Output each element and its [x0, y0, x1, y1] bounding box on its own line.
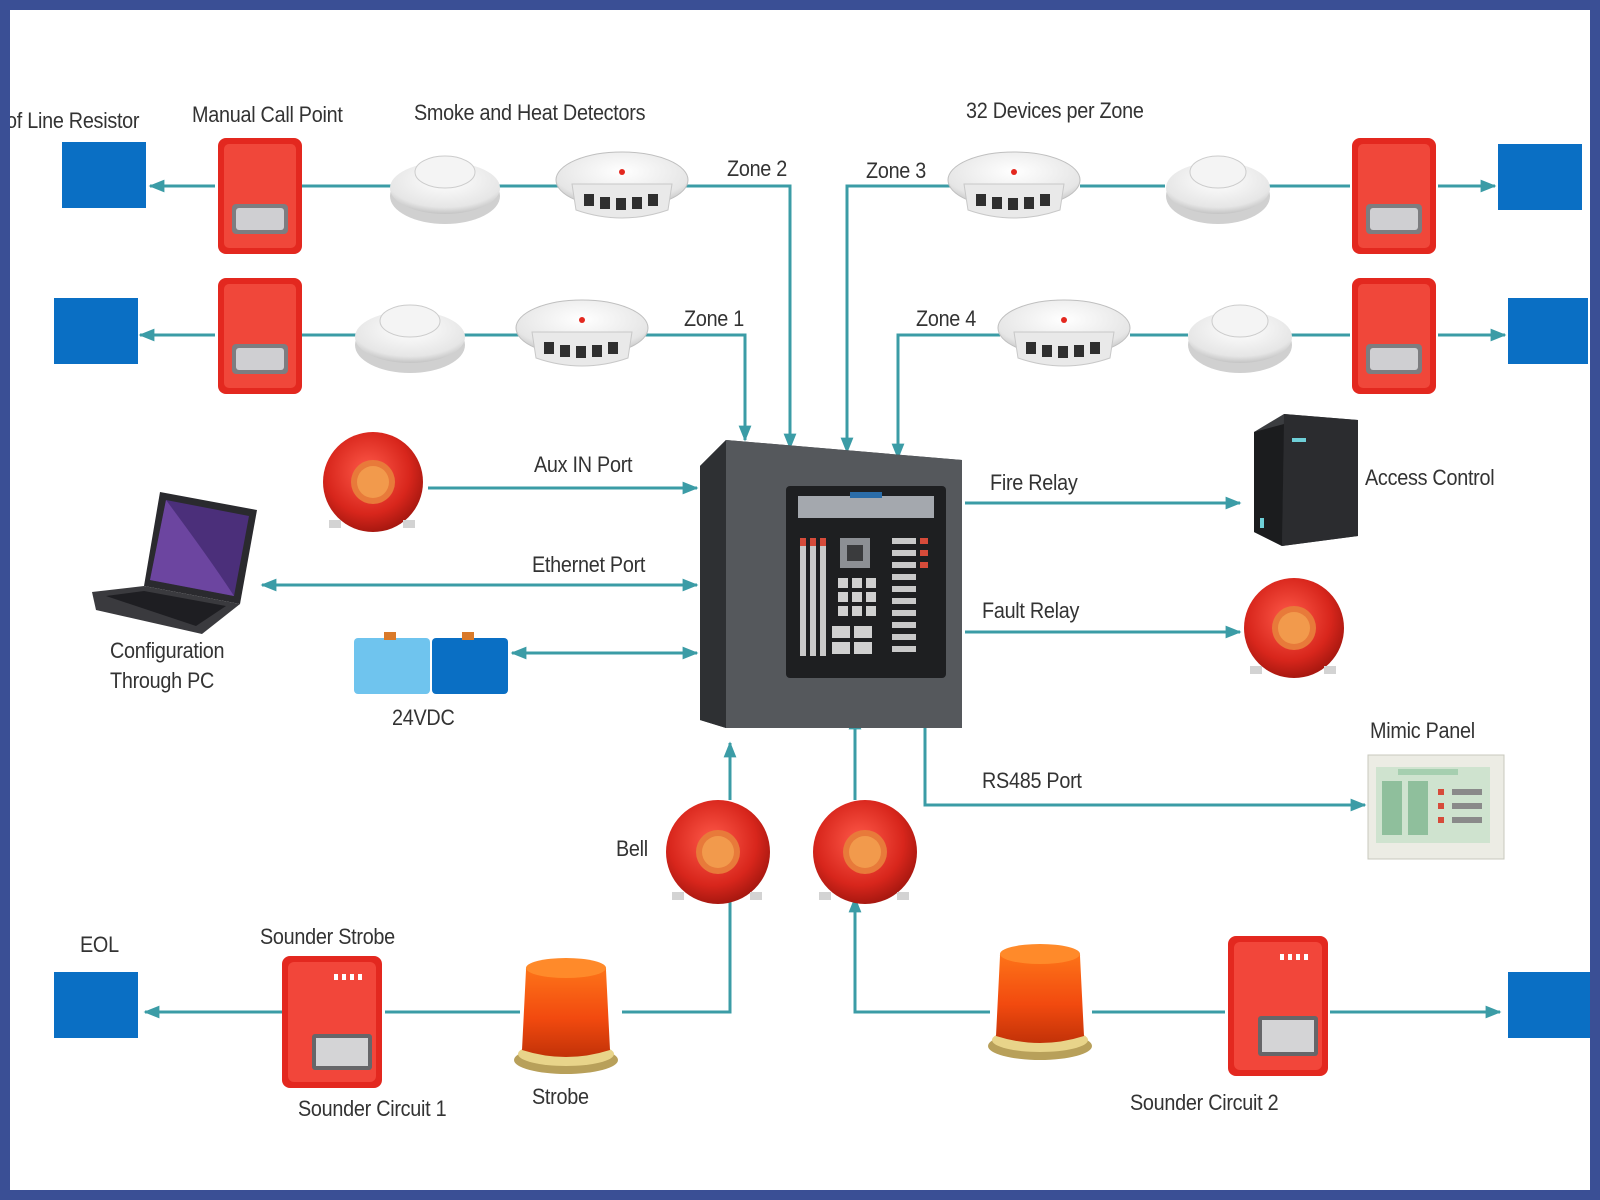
eol-label: EOL [80, 932, 119, 957]
mimic-panel-label: Mimic Panel [1370, 718, 1475, 743]
smoke-detector-icon [1188, 304, 1292, 373]
sounder-strobe-icon [1228, 936, 1328, 1076]
fire-bell-icon [666, 800, 770, 904]
smoke-detector-icon [355, 304, 465, 373]
battery-icon [354, 632, 430, 694]
fault-relay-label: Fault Relay [982, 598, 1080, 623]
sounder1-line [622, 853, 737, 1014]
zone3-line-to-panel [840, 184, 950, 454]
strobes [514, 944, 1092, 1074]
blue-square-icon [1508, 972, 1590, 1038]
sounder-strobe-icon [282, 956, 382, 1088]
batteries [354, 632, 508, 694]
eol-resistor-label: of Line Resistor [6, 108, 140, 133]
aux-in-port-label: Aux IN Port [534, 452, 633, 477]
fire-alarm-control-panel [700, 440, 962, 728]
heat-detector-icon [555, 151, 689, 219]
battery-icon [432, 632, 508, 694]
access-control-unit-icon [1254, 414, 1358, 546]
bells [323, 432, 1344, 904]
rs485-line [918, 698, 1367, 812]
sounder-circuit1-label: Sounder Circuit 1 [298, 1096, 447, 1121]
zone2-line-to-panel [685, 184, 797, 450]
strobe-light-icon [514, 958, 618, 1074]
heat-detector-icon [997, 299, 1131, 367]
zone1-line-to-panel [645, 333, 752, 442]
strobe-light-icon [988, 944, 1092, 1060]
laptop-icon [92, 492, 257, 634]
blue-square-icon [1498, 144, 1582, 210]
zone4-line-to-panel [891, 333, 1000, 460]
sounder2-line [848, 896, 990, 1014]
rs485-port-label: RS485 Port [982, 768, 1082, 793]
smoke-detector-icon [390, 155, 500, 224]
manual-call-point-icon [218, 138, 302, 254]
sounder-circuit2-label: Sounder Circuit 2 [1130, 1090, 1279, 1115]
smoke-heat-detectors-label: Smoke and Heat Detectors [414, 100, 646, 125]
blue-square-icon [54, 298, 138, 364]
manual-call-point-icon [1352, 278, 1436, 394]
blue-square-icon [1508, 298, 1588, 364]
fire-bell-icon [1244, 578, 1344, 678]
ethernet-port-label: Ethernet Port [532, 552, 646, 577]
smoke-detectors [355, 155, 1292, 373]
fire-bell-icon [323, 432, 423, 532]
zone1-label: Zone 1 [684, 306, 745, 331]
manual-call-points [218, 138, 1436, 394]
heat-detector-icon [947, 151, 1081, 219]
manual-call-point-icon [1352, 138, 1436, 254]
connection-lines [138, 179, 1507, 1019]
strobe-label: Strobe [532, 1084, 589, 1109]
devices-per-zone-label: 32 Devices per Zone [966, 98, 1144, 123]
fire-bell-icon [813, 800, 917, 904]
access-control-label: Access Control [1365, 465, 1495, 490]
config-pc-label-2: Through PC [110, 668, 215, 693]
mimic-panel-icon [1367, 754, 1505, 860]
zone4-label: Zone 4 [916, 306, 977, 331]
fire-relay-label: Fire Relay [990, 470, 1078, 495]
heat-detector-icon [515, 299, 649, 367]
bell-label: Bell [616, 836, 648, 861]
smoke-detector-icon [1166, 155, 1270, 224]
zone3-label: Zone 3 [866, 158, 927, 183]
blue-square-icon [54, 972, 138, 1038]
manual-call-point-label: Manual Call Point [192, 102, 343, 127]
blue-square-icon [62, 142, 146, 208]
config-pc-label-1: Configuration [110, 638, 225, 663]
zone2-label: Zone 2 [727, 156, 788, 181]
manual-call-point-icon [218, 278, 302, 394]
heat-detectors [515, 151, 1131, 367]
vdc-label: 24VDC [392, 705, 455, 730]
eol-resistors [54, 142, 1590, 1038]
sounder-strobes [282, 936, 1328, 1088]
sounder-strobe-label: Sounder Strobe [260, 924, 395, 949]
